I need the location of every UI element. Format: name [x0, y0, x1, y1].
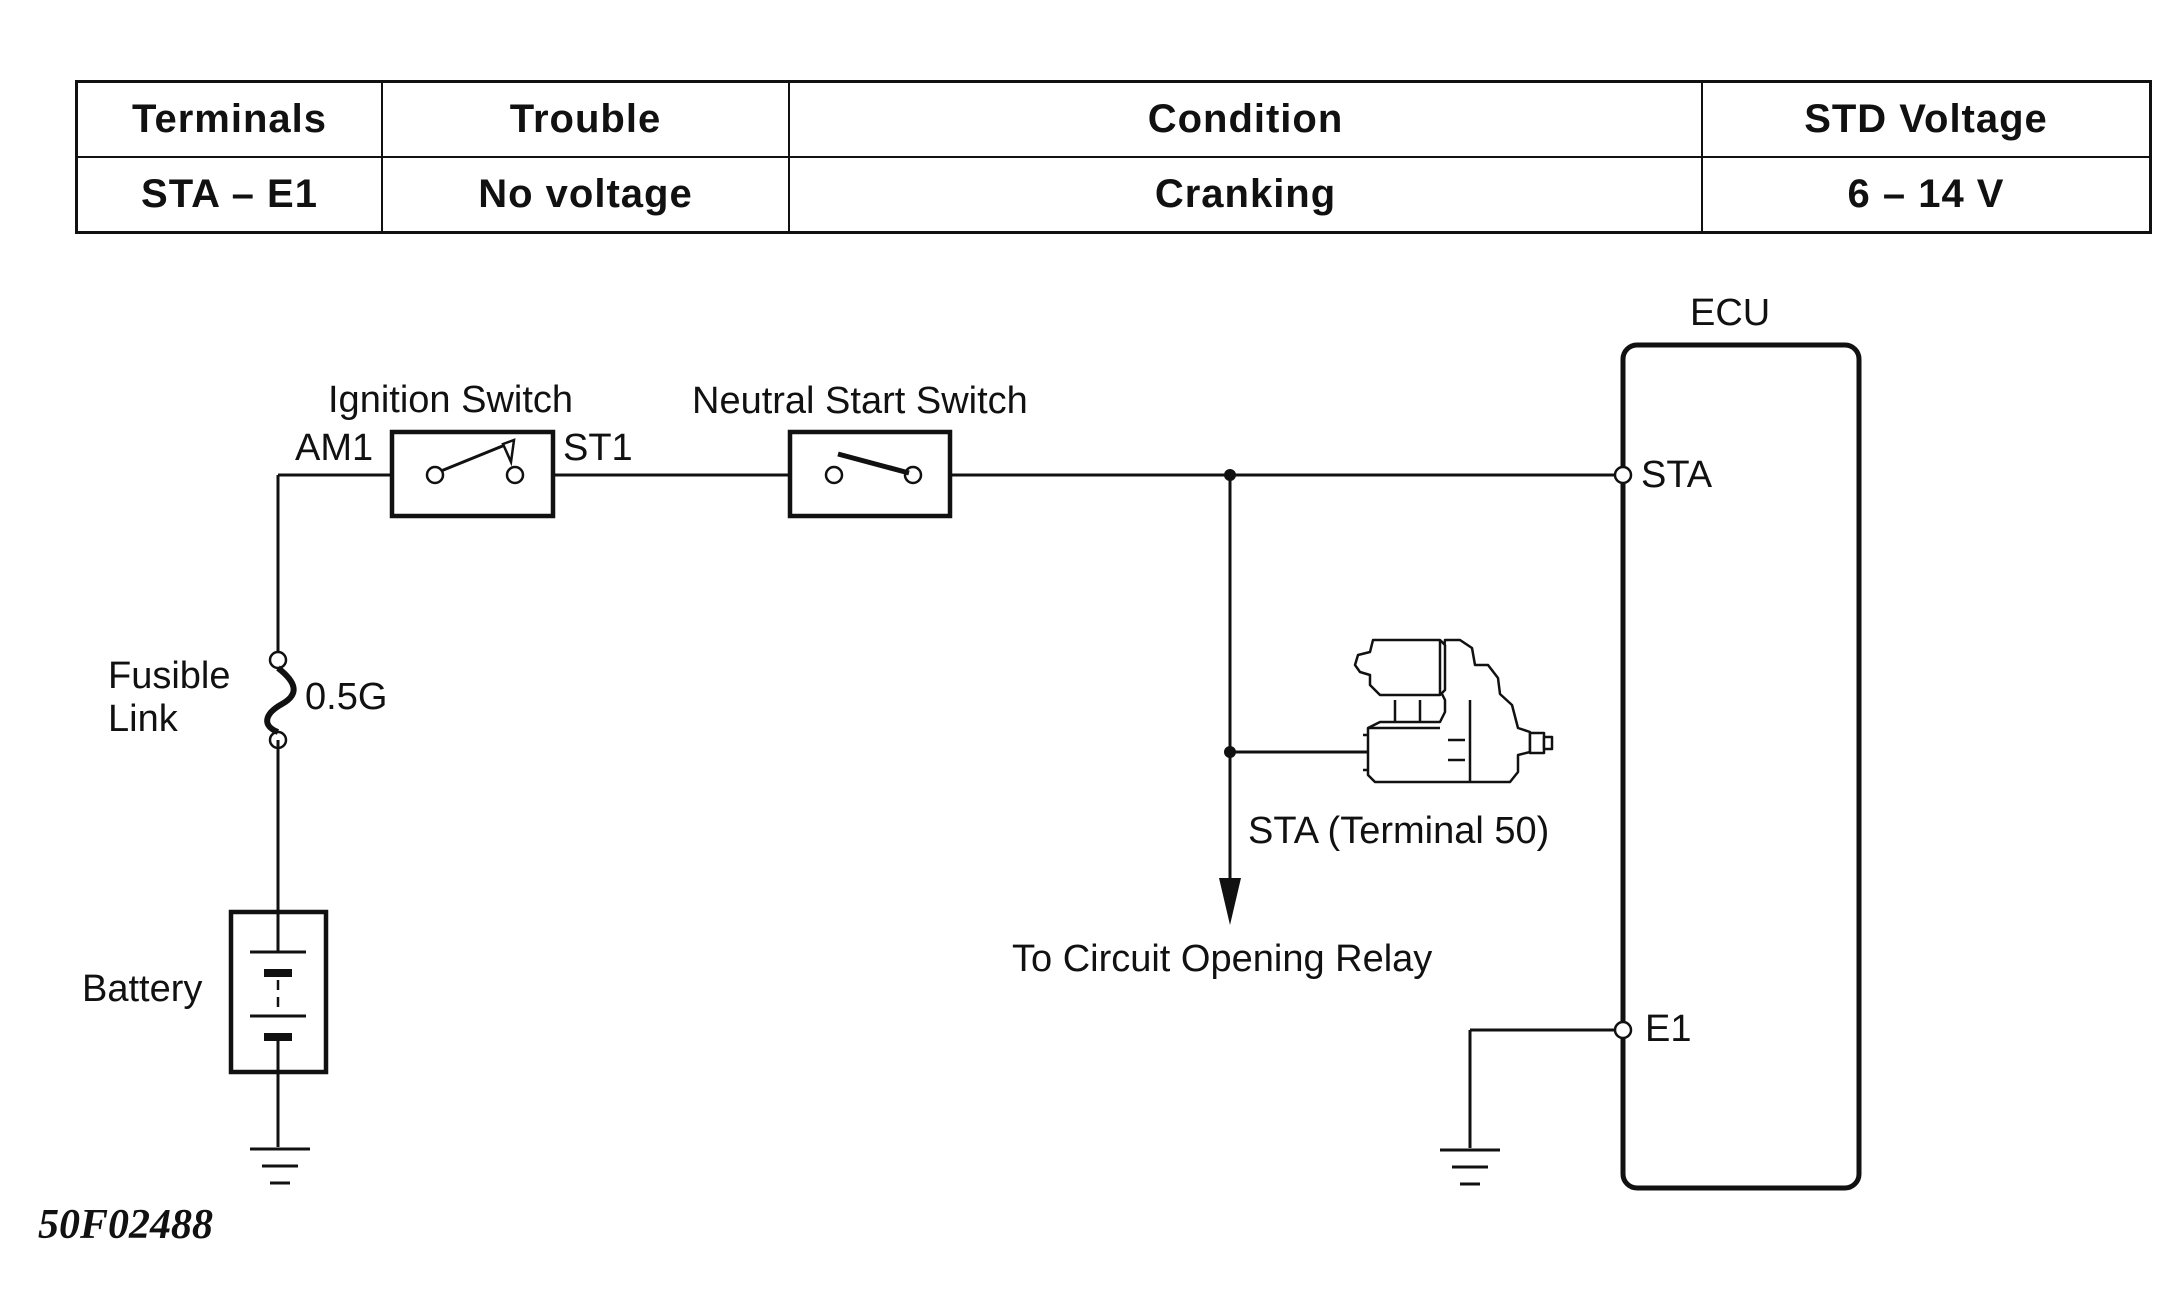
- branch-wire: [1224, 469, 1368, 890]
- st1-label: ST1: [563, 427, 633, 469]
- fusible-link-label-1: Fusible: [108, 655, 231, 697]
- cell-terminals: STA – E1: [75, 156, 383, 234]
- battery: [228, 909, 329, 1075]
- ecu-box: [1620, 342, 1862, 1191]
- e1-pin-label: E1: [1645, 1008, 1691, 1050]
- header-condition: Condition: [788, 80, 1703, 158]
- sta-pin: [1613, 465, 1633, 485]
- ignition-switch-label: Ignition Switch: [328, 379, 573, 421]
- header-std-voltage: STD Voltage: [1701, 80, 2152, 158]
- neutral-start-switch: [787, 429, 953, 519]
- header-terminals: Terminals: [75, 80, 383, 158]
- spec-table: Terminals Trouble Condition STD Voltage …: [75, 80, 2152, 234]
- ecu-label: ECU: [1690, 292, 1770, 334]
- table-header-row: Terminals Trouble Condition STD Voltage: [75, 80, 2152, 158]
- starter-terminal-label: STA (Terminal 50): [1248, 810, 1549, 852]
- cell-trouble: No voltage: [381, 156, 790, 234]
- ecu-ground-symbol: [1440, 1028, 1615, 1186]
- sta-pin-label: STA: [1641, 454, 1713, 496]
- cell-std-voltage: 6 – 14 V: [1701, 156, 2152, 234]
- neutral-start-switch-label: Neutral Start Switch: [692, 380, 1028, 422]
- table-row: STA – E1 No voltage Cranking 6 – 14 V: [75, 156, 2152, 234]
- fusible-link-label-2: Link: [108, 698, 179, 740]
- cell-condition: Cranking: [788, 156, 1703, 234]
- ground-symbol: [250, 1147, 310, 1185]
- fuse-rating-label: 0.5G: [305, 676, 387, 718]
- main-wire: [276, 473, 1620, 1147]
- header-trouble: Trouble: [381, 80, 790, 158]
- circuit-opening-relay-label: To Circuit Opening Relay: [1012, 938, 1432, 980]
- fusible-link: [264, 650, 297, 750]
- starter-motor-icon: [1353, 638, 1554, 784]
- ignition-switch: [389, 429, 556, 519]
- battery-label: Battery: [82, 968, 202, 1010]
- arrow-down-icon: [1219, 878, 1241, 925]
- e1-pin: [1613, 1020, 1633, 1040]
- am1-label: AM1: [295, 427, 373, 469]
- figure-code: 50F02488: [38, 1202, 213, 1248]
